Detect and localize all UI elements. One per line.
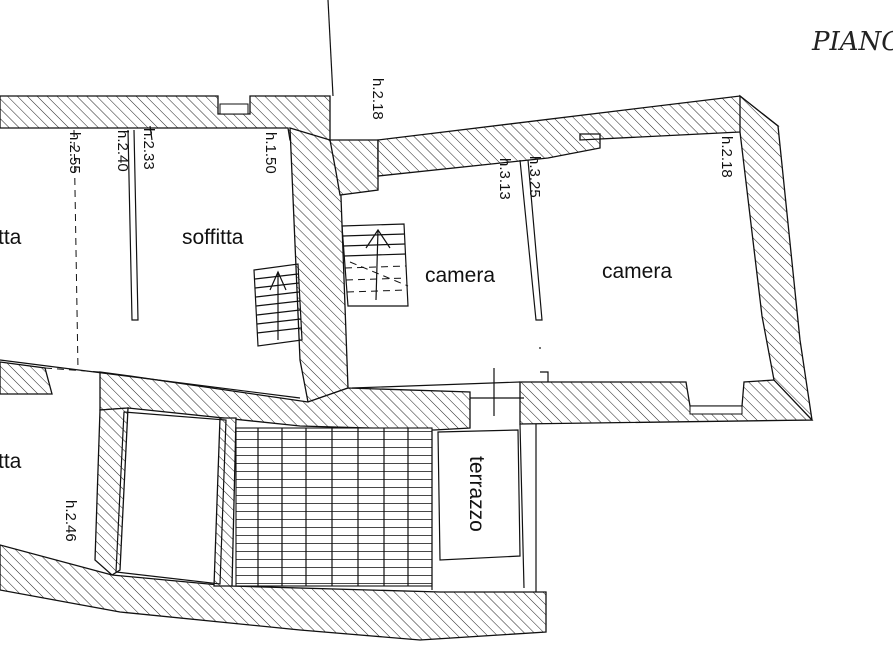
room-camera-1: camera [425,264,495,287]
height-2-18-top: h.2.18 [369,78,386,120]
partition-2-33 [149,125,153,141]
plan-title: PIANO [811,27,893,57]
window-top [219,103,249,115]
partition-2-55 [73,129,79,371]
window-south-right [689,405,743,415]
room-soffitta-left: tta [0,226,22,249]
right-door-jamb [540,371,549,382]
lower-left-room [115,411,227,585]
stairs-soffitta [253,263,303,347]
wall-left-south-2 [99,371,471,431]
reference-line [327,0,334,97]
wall-top-left [0,95,331,141]
wall-center-north [329,139,379,196]
stairs-camera [341,223,409,307]
height-1-50: h.1.50 [262,132,279,174]
room-terrazzo: terrazzo [465,456,488,532]
left-dash-south [44,367,101,373]
left-floor-edge [0,359,301,399]
tile-columns [257,428,409,586]
right-floor-edge [351,381,521,389]
room-soffitta: soffitta [182,226,244,249]
partition-2-40 [127,129,139,321]
wall-terrace-west [213,417,237,587]
wall-top-right [377,95,780,177]
wall-right-south [519,379,814,425]
room-camera-2: camera [602,260,672,283]
wall-bottom [0,544,547,641]
dot-marker [539,347,541,349]
height-3-13: h.3.13 [496,158,513,200]
tiled-floor [235,427,433,587]
height-2-55: h.2.55 [66,132,83,174]
wall-right-east [739,94,813,421]
terrazzo-outer [431,423,537,592]
height-3-25: h.3.25 [526,156,543,198]
room-soffitta-lower-left: tta [0,450,22,473]
height-2-40: h.2.40 [114,130,131,172]
partition-3-13 [519,159,543,321]
height-2-33: h.2.33 [140,128,157,170]
height-2-18-right: h.2.18 [718,136,735,178]
terrazzo-outline [437,429,521,561]
height-2-46: h.2.46 [62,500,79,542]
wall-left-south [0,361,53,395]
